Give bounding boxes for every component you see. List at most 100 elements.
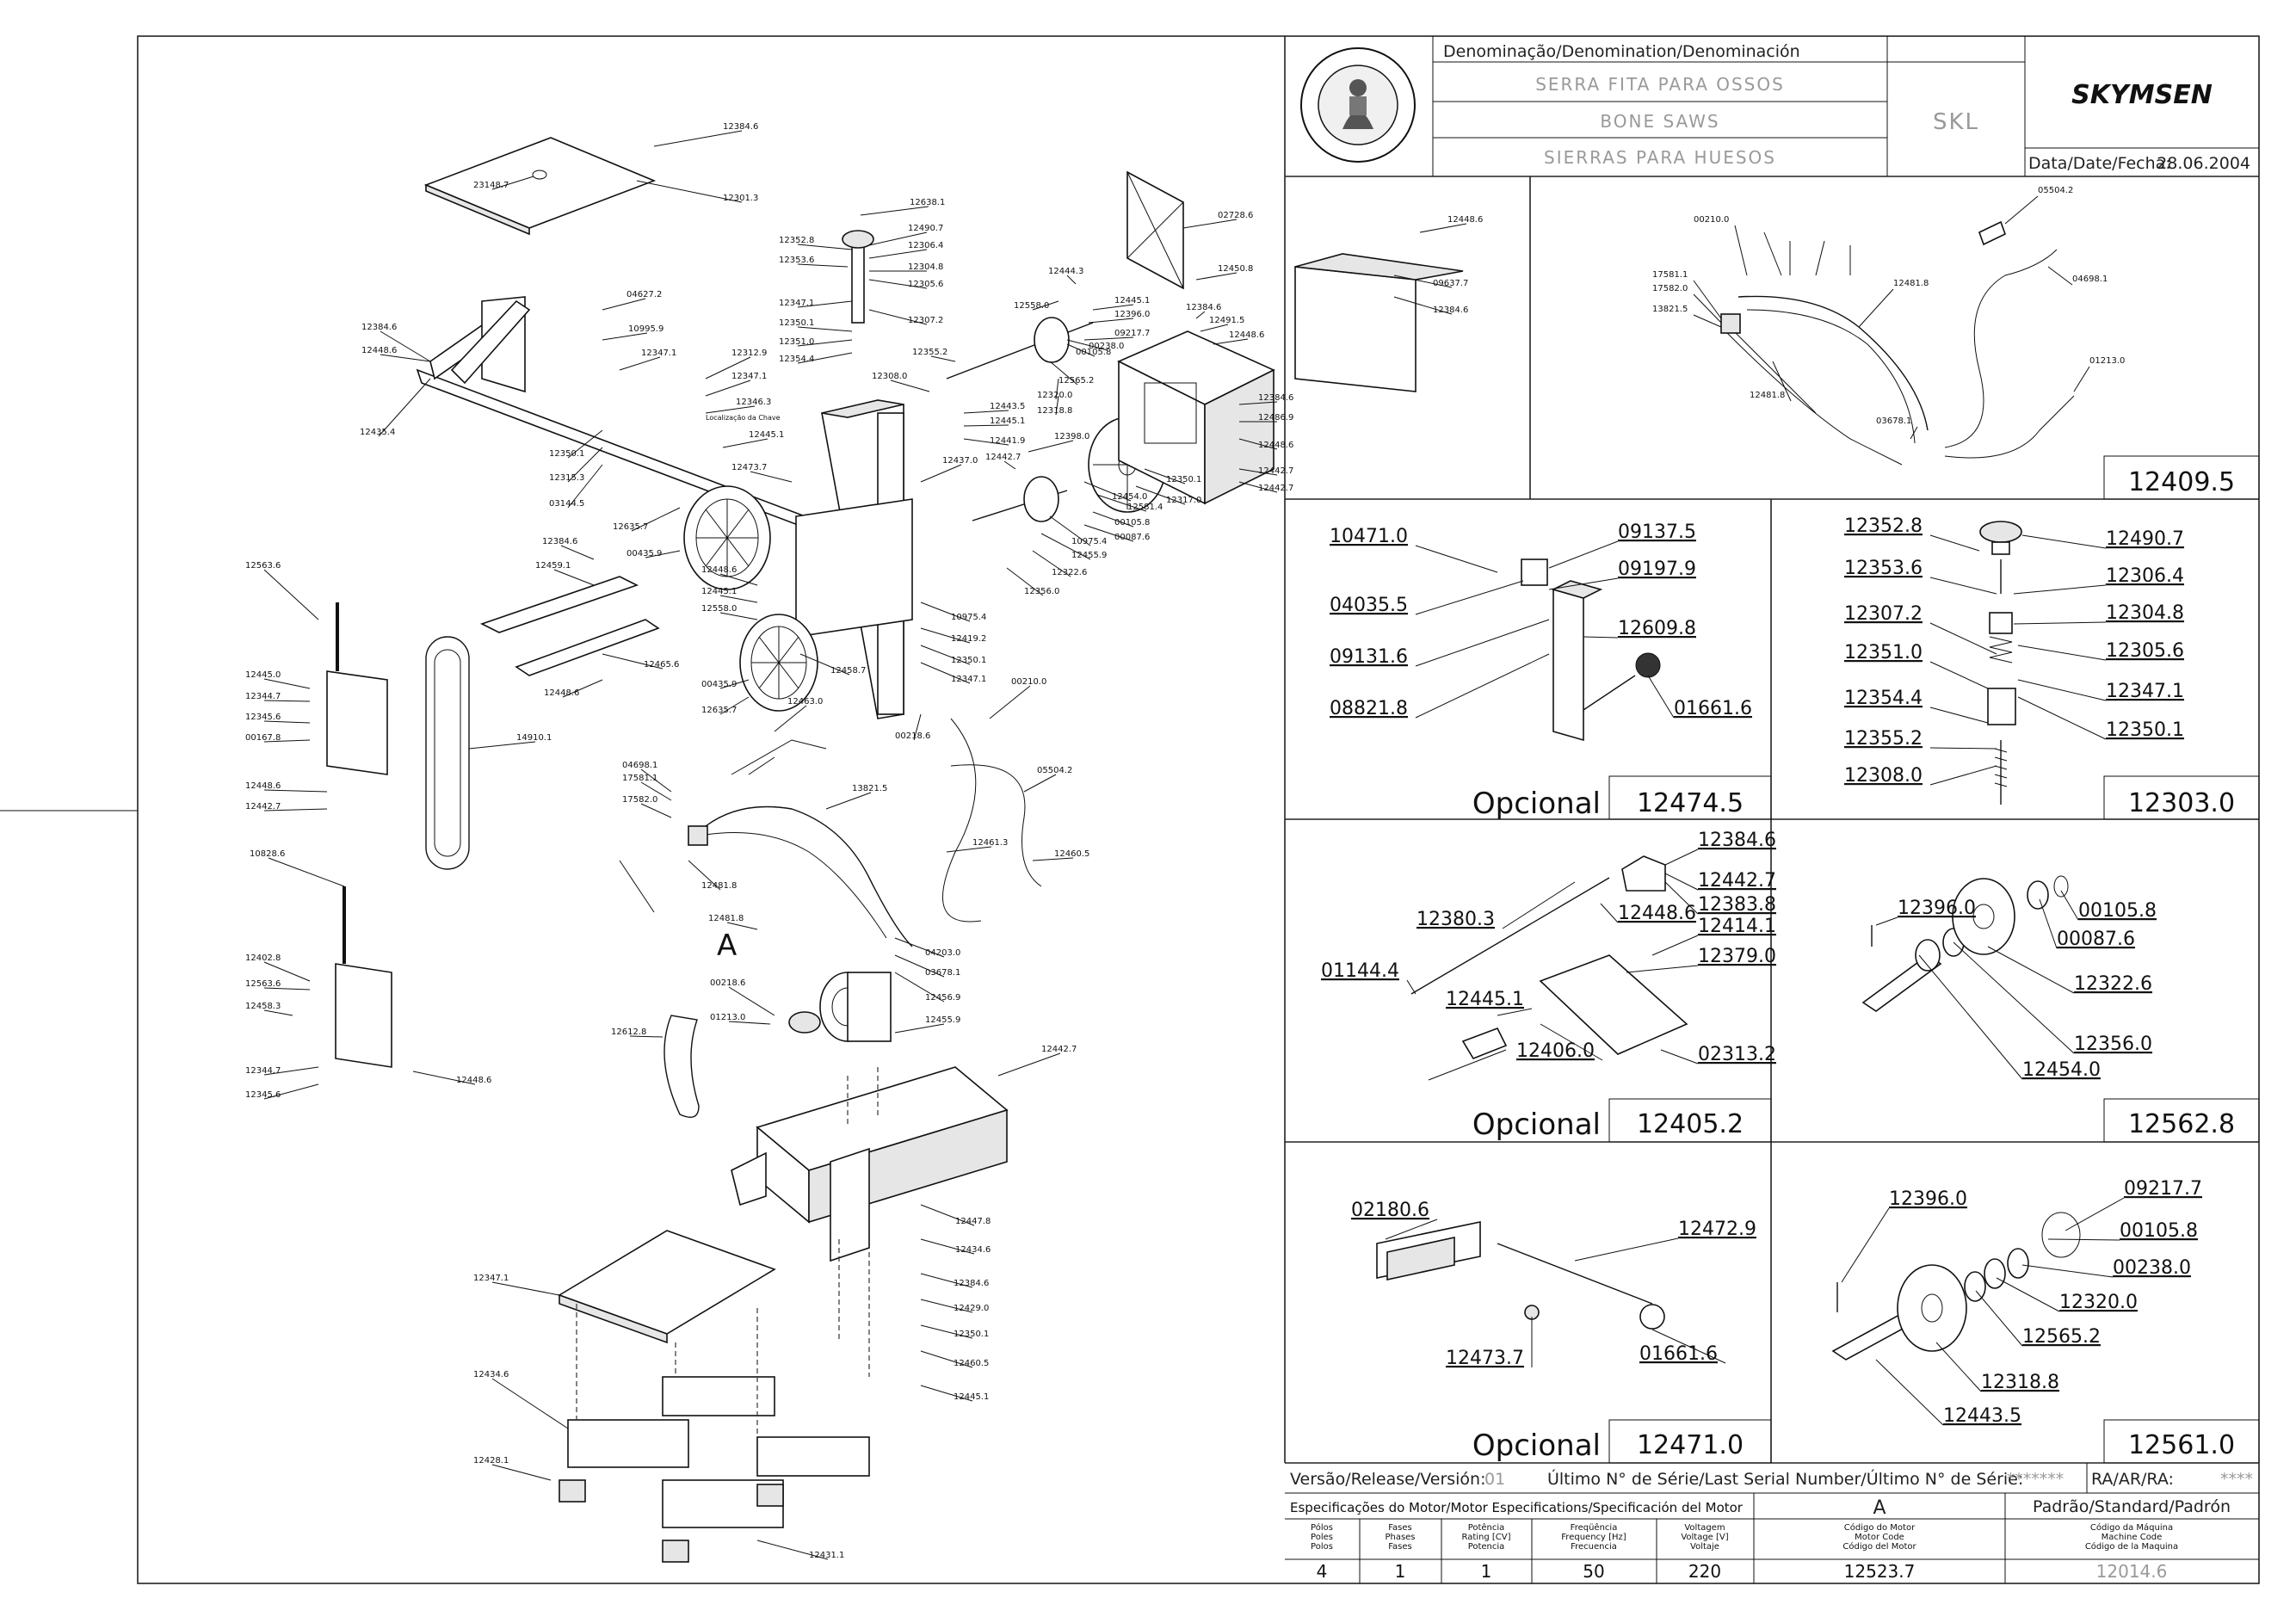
panel-part-label: 09137.5 [1618,521,1696,543]
leader-line [631,507,681,532]
leader-line [1393,296,1453,315]
panel-part-label: 12443.5 [1943,1405,2021,1427]
leader-line [894,1023,945,1034]
leader-line [1032,550,1071,577]
main-part-label: 12428.1 [473,1456,509,1466]
main-part-label: 12419.2 [951,634,986,644]
panel-part-label: 12356.0 [2074,1034,2152,1055]
leader-line [1393,275,1453,288]
motor-letter-label: A [717,929,737,963]
main-part-label: 17581.1 [622,774,657,783]
leader-line [1032,857,1074,861]
leader-line [1929,622,1997,655]
main-part-label: 09637.7 [1433,279,1468,288]
leader-line [1003,460,1016,470]
main-part-label: 12563.6 [245,979,281,989]
panel-part-label: 00105.8 [2078,900,2157,922]
leader-line [268,857,345,887]
leader-line [989,685,1031,719]
leader-line [1040,533,1091,560]
standard-label: Padrão/Standard/Padrón [2033,1497,2231,1516]
panel-part-label: 08821.8 [1330,698,1408,719]
main-part-label: 12350.1 [549,449,584,459]
panel-part-label: 12490.7 [2106,528,2184,550]
leader-line [1028,440,1074,453]
leader-line [728,1021,771,1025]
leader-line [2017,696,2107,740]
panel-part-label: 12454.0 [2022,1059,2101,1081]
main-part-label: 10975.4 [951,613,986,622]
leader-line [2004,195,2039,225]
main-part-label: 12445.1 [990,417,1025,426]
panel-part-label: 12448.6 [1618,903,1696,924]
leader-line [920,464,962,483]
leader-line [602,653,663,670]
main-part-label: 12445.1 [1114,296,1150,305]
spec-column-value: 50 [1583,1561,1604,1582]
main-part-label: 02728.6 [1218,211,1253,220]
main-part-label: 12458.3 [245,1002,281,1011]
leader-line [2017,645,2107,661]
main-part-label: 03144.5 [549,499,584,509]
leader-line [1419,223,1467,233]
leader-line [1023,774,1057,793]
main-part-label: 12437.0 [942,456,978,466]
panel-part-label: 17582.0 [1652,284,1688,293]
main-part-label: 12463.0 [787,697,823,707]
leader-line [2013,584,2107,595]
leader-line [491,1378,569,1429]
main-part-label: 12402.8 [245,953,281,963]
main-part-label: 12305.6 [908,280,943,289]
main-part-label: 12344.7 [245,1066,281,1076]
main-part-label: 12345.6 [245,1090,281,1100]
leader-line [1626,965,1699,973]
name-es: SIERRAS PARA HUESOS [1544,147,1776,168]
machine-code-value: 12014.6 [2096,1561,2168,1582]
authorized-service-seal [1300,47,1416,163]
main-part-label: 12345.6 [245,713,281,722]
leader-line [756,1540,829,1560]
main-part-label: 12308.0 [872,372,907,381]
panel-part-label: 12384.6 [1698,830,1776,851]
serial-value: ******* [2007,1470,2065,1489]
main-part-label: 12317.0 [1166,496,1201,505]
leader-line [719,679,750,689]
spec-column-value: 1 [1395,1561,1406,1582]
leader-line [688,860,721,891]
main-part-label: 12444.3 [1048,267,1083,276]
leader-line [1200,324,1229,332]
leader-line [1055,378,1059,400]
leader-line [263,961,311,982]
panel-12405-drawing [1410,855,1688,1081]
panel-part-label: 00210.0 [1694,215,1729,225]
leader-line [468,741,536,750]
panel-code-12409: 12409.5 [2128,467,2235,497]
serial-label: Último N° de Série/Last Serial Number/Úl… [1547,1468,2023,1489]
main-part-label: 12354.4 [779,355,814,364]
leader-line [1066,339,1108,351]
leader-line [629,1035,663,1038]
leader-line [263,987,311,990]
leader-line [1415,619,1550,667]
panel-12409-labels: 00210.005504.204698.117581.117582.013821… [1652,186,2125,440]
leader-line [1910,426,1918,440]
main-part-label: 12456.9 [925,993,960,1003]
version-value: 01 [1484,1470,1505,1489]
optional-label-12471: Opcional [1472,1429,1601,1463]
main-part-label: 12458.7 [830,666,866,676]
leader-line [1651,1329,1726,1364]
spec-column-value: 4 [1317,1561,1328,1582]
leader-line [963,410,1009,414]
model-code: SKL [1933,109,1979,135]
leader-line [750,471,793,483]
main-part-label: 12346.3 [736,398,771,407]
support-plate [795,498,913,638]
panel-part-label: 12308.0 [1844,765,1923,787]
main-part-label: 01213.0 [710,1013,745,1022]
leader-line [1415,545,1498,573]
main-part-labels: 12384.612301.323148.712384.612448.612435… [245,122,1483,1560]
main-part-label: 00105.8 [1076,348,1111,357]
leader-line [567,447,603,483]
